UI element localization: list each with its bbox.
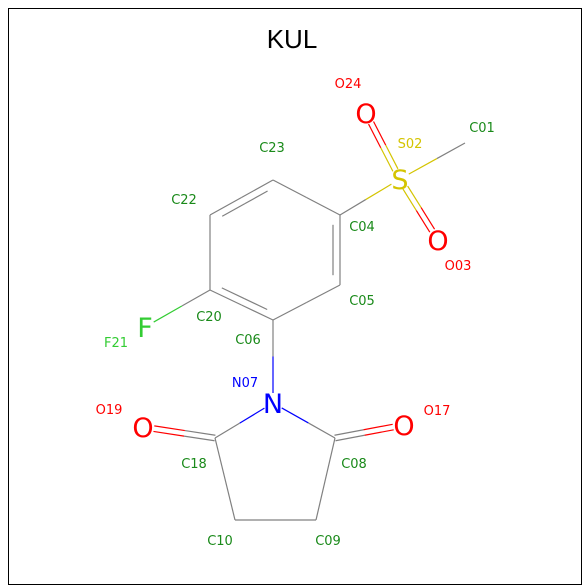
bond-c20-f21-half-b [153,305,183,323]
bond-c06-c20-half-b [209,289,242,306]
bond-c22-c23-half-a [209,196,242,216]
atom-label-c20: C20 [196,310,222,325]
bond-c18-o19-1-half-b [154,425,185,432]
bond-s02-o03-1-half-a [402,188,417,211]
atom-label-c22: C22 [171,193,197,208]
bond-c05-c06-half-a [306,284,341,304]
bond-s02-o03-2-half-a [407,185,422,208]
atom-symbol-o24: O [355,99,376,130]
bond-c23-c04 [272,179,341,216]
bond-c08-c09-half-a [324,437,336,480]
bond-c08-o17-2-half-b [363,423,393,431]
bond-c01-s02-half-b [408,158,438,175]
bond-s02-o24 [368,121,399,172]
atom-label-f21: F21 [104,336,128,351]
diagram-frame [8,8,582,585]
bond-c20-f21 [153,289,211,323]
bond-c01-s02 [408,142,466,175]
bond-c06-c20-inner-half-b [221,287,245,300]
atom-label-c09: C09 [315,534,341,549]
bond-c08-o17-2-half-a [334,429,364,436]
bond-c18-o19 [153,425,216,442]
bond-c22-c23-half-b [241,179,274,199]
bond-s02-o03-2-half-b [420,207,436,230]
atom-label-c04: C04 [349,220,375,235]
bond-c06-c20-inner-half-a [244,298,268,311]
atom-label-c06: C06 [235,333,261,348]
atom-symbol-o03: O [427,226,448,257]
bond-c20-f21-half-a [181,289,211,307]
bond-s02-o24-1-half-a [385,144,399,170]
atom-label-o03: O03 [445,259,472,274]
bond-s02-o24-2-half-a [380,147,394,172]
atom-label-n07: N07 [232,376,258,391]
bond-s02-c04-half-a [365,183,392,201]
bond-c23-c04-half-b [306,196,341,216]
bond-c18-o19-2-half-b [153,430,185,437]
diagram-title: KUL [267,24,318,54]
bond-c06-c20 [209,287,274,321]
atom-label-s02: S02 [398,137,423,152]
bond-c08-o17 [334,423,394,442]
bond-c10-c18 [214,437,236,521]
bond-n07-c08-half-a [281,407,309,424]
bond-c08-c09-half-b [315,478,327,521]
bond-n07-c08-half-b [308,422,336,439]
bond-n07-c18-half-b [214,422,241,439]
atom-label-c18: C18 [181,457,207,472]
bond-c23-c04-half-a [272,179,307,199]
atom-label-o19: O19 [96,403,123,418]
bond-s02-c04 [339,183,392,216]
bond-c01-s02-half-a [436,142,466,160]
bond-c22-c23-inner-half-b [244,190,268,205]
bond-s02-o03-1-half-b [415,210,431,233]
bond-c10-c18-half-a [224,478,236,521]
atom-label-c05: C05 [349,294,375,309]
bond-c05-c06-half-b [272,301,307,321]
atom-label-c10: C10 [207,534,233,549]
bond-c05-c06 [272,284,341,321]
bond-c06-c20-half-a [241,304,274,321]
bond-n07-c08 [281,407,336,439]
bond-c08-o17-1-half-a [335,434,365,442]
atom-symbol-f21: F [137,313,153,344]
bond-c08-o17-1-half-b [364,429,394,436]
bond-s02-o24-2-half-b [368,123,382,149]
atom-label-o17: O17 [424,404,451,419]
bond-s02-c04-half-b [339,199,367,216]
bond-layer [153,121,466,521]
bond-s02-o03 [402,185,436,233]
bond-c18-o19-2-half-a [183,435,215,442]
atom-symbol-o19: O [132,413,153,444]
atom-symbol-n07: N [263,389,283,420]
atom-symbol-o17: O [393,411,414,442]
bond-c22-c23 [209,179,274,217]
atom-label-c23: C23 [259,141,285,156]
bond-c18-o19-1-half-a [184,429,216,436]
bond-n07-c18 [214,407,265,439]
bond-n07-c18-half-a [239,407,265,424]
bond-c22-c23-inner-half-a [221,203,246,217]
atom-label-c01: C01 [469,121,495,136]
bond-c04-c05 [332,215,341,285]
bond-c08-c09 [315,437,336,521]
atom-label-o24: O24 [335,77,362,92]
bond-c10-c18-half-b [214,437,226,480]
atom-label-c08: C08 [341,457,367,472]
bond-s02-o24-1-half-b [372,121,387,146]
atom-symbol-s02: S [391,165,408,196]
